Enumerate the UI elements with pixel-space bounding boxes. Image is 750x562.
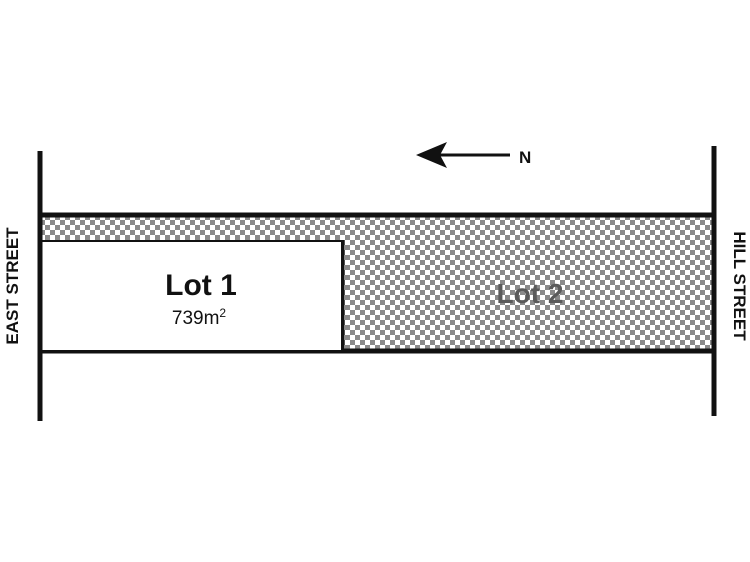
lot1-area-superscript: 2 [219,306,226,320]
lot1-area: 739m2 [172,306,227,329]
hill-street-label: HILL STREET [730,231,749,341]
lot1-name: Lot 1 [165,269,237,302]
north-arrow-icon [416,142,510,168]
lot1-area-value: 739m [172,308,220,329]
east-street-label: EAST STREET [3,227,22,345]
lot2-name: Lot 2 [497,278,564,309]
lot1-box [40,240,343,352]
north-label: N [519,148,531,167]
